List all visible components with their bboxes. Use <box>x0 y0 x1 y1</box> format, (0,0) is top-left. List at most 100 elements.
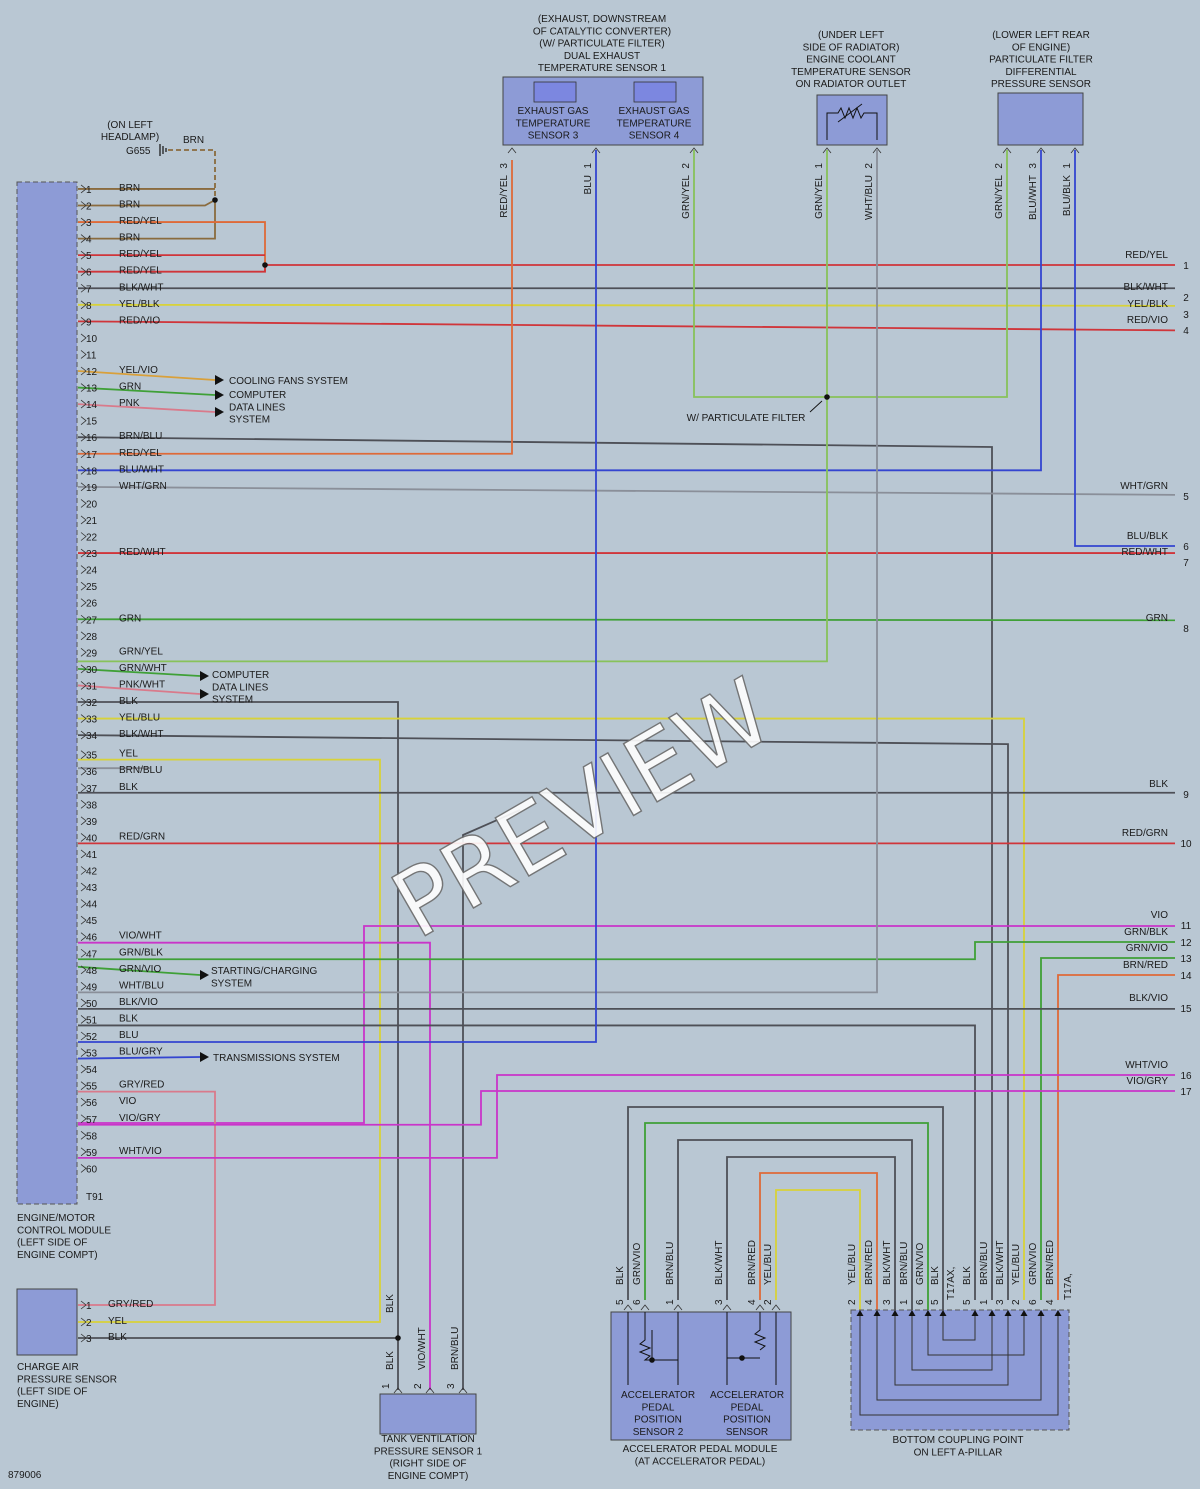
splice-dot-grnyel <box>824 394 830 400</box>
wire-pin34-blkwht <box>77 734 1009 1300</box>
wire-ground-brn <box>168 149 216 200</box>
tank-sensor-label: ENGINE COMPT) <box>388 1471 469 1482</box>
wire-pin4-brn <box>78 200 216 240</box>
ecm-pin-tick <box>80 532 87 541</box>
wire-pin29-grnyel <box>78 397 828 663</box>
tank-sensor-label: (RIGHT SIDE OF <box>389 1459 466 1470</box>
ecm-pin-tick <box>80 1081 87 1090</box>
ecm-pin-number: 26 <box>86 599 98 610</box>
tank-pin-tick <box>458 1387 468 1394</box>
ecm-pin-wire-label: WHT/GRN <box>119 481 167 492</box>
coupling-pin-number: 1 <box>979 1299 990 1305</box>
exhaust-pin-wire-label: GRN/YEL <box>681 175 692 219</box>
charge-air-label: (LEFT SIDE OF <box>17 1387 87 1398</box>
coupling-pin-number: 5 <box>962 1299 973 1305</box>
coupling-pin-number: 3 <box>995 1299 1006 1305</box>
ecm-pin-tick <box>80 1097 87 1107</box>
wire-pin46-viowht <box>78 941 431 1390</box>
coupling-pin-wire-label: YEL/BLU <box>1011 1244 1022 1285</box>
ecm-pin-number: 53 <box>86 1049 98 1060</box>
ground-location-label: HEADLAMP) <box>101 132 159 143</box>
coolant-sensor-box <box>816 94 888 146</box>
wire-pin30-grnwht <box>77 668 201 677</box>
coupling-bridge <box>942 1316 976 1341</box>
right-edge-wire-label: RED/YEL <box>1125 250 1168 261</box>
wire-pin53-blugry <box>77 1056 201 1060</box>
ecm-pin-number: 16 <box>86 433 98 444</box>
ground-id-label: G655 <box>126 146 151 157</box>
ecm-pin-number: 44 <box>86 900 98 911</box>
tank-pin-number: 2 <box>413 1383 424 1389</box>
dp-sensor-label: OF ENGINE) <box>1012 42 1070 53</box>
ecm-pin-number: 52 <box>86 1032 98 1043</box>
splice-dot-pedal-1 <box>649 1357 655 1363</box>
ecm-pin-tick <box>80 1048 87 1057</box>
ecm-pin-tick <box>80 1064 87 1074</box>
ecm-pin-number: 29 <box>86 648 98 659</box>
right-edge-ref-number: 8 <box>1183 624 1189 635</box>
right-edge-ref-number: 3 <box>1183 310 1189 321</box>
tank-pin-tick <box>393 1387 403 1394</box>
ecm-pin-tick <box>80 201 87 210</box>
coupling-point-label: ON LEFT A-PILLAR <box>914 1447 1003 1458</box>
ecm-pin-number: 13 <box>86 384 98 395</box>
dp-pin-number: 3 <box>1028 163 1039 169</box>
arrow-data-lines-icon <box>215 407 224 417</box>
wire-pin6-redyel <box>78 264 1175 273</box>
wire-pedal-blkwht <box>726 1156 896 1310</box>
ecm-pin-wire-label: GRN/YEL <box>119 646 163 657</box>
ecm-pin-number: 56 <box>86 1098 98 1109</box>
coolant-pin-number: 1 <box>814 163 825 169</box>
ecm-pin-number: 3 <box>86 218 92 229</box>
engine-control-module-box <box>16 181 78 1205</box>
ecm-pin-number: 35 <box>86 751 98 762</box>
ecm-pin-wire-label: RED/VIO <box>119 315 160 326</box>
right-edge-ref-number: 9 <box>1183 790 1189 801</box>
ecm-pin-wire-label: VIO/WHT <box>119 931 162 942</box>
splice-dot-blk <box>395 1335 401 1341</box>
charge-air-sensor-box <box>16 1288 78 1356</box>
ecm-pin-number: 27 <box>86 615 98 626</box>
arrow-cooling-fans-icon <box>215 375 224 385</box>
pedal-pin-wire-label: BLK/WHT <box>714 1241 725 1285</box>
wire-tank-brnblu <box>462 809 521 1390</box>
pedal-sensor-2-label: SENSOR 2 <box>633 1427 684 1438</box>
coupling-pin-arrow-icon <box>873 1310 881 1316</box>
coupling-pin-wire-label: BRN/BLU <box>899 1242 910 1285</box>
charge-air-pin-tick <box>80 1300 87 1310</box>
ecm-pin-wire-label: YEL/BLK <box>119 299 160 310</box>
exhaust-pin-number: 2 <box>681 163 692 169</box>
ecm-pin-tick <box>80 982 87 991</box>
pedal-pin-number: 1 <box>665 1299 676 1305</box>
ecm-pin-tick <box>80 217 87 227</box>
ecm-pin-wire-label: BLK/WHT <box>119 729 163 740</box>
ecm-pin-tick <box>80 1114 87 1124</box>
pedal-pin-tick <box>623 1304 633 1311</box>
coolant-sensor-label: ENGINE COOLANT <box>806 55 895 66</box>
wire-pin48-grnvio <box>77 965 201 976</box>
wire-pin2-brn <box>78 199 216 207</box>
coupling-pin-wire-label: BRN/RED <box>864 1240 875 1285</box>
ecm-pin-number: 58 <box>86 1131 98 1142</box>
arrow-transmissions-icon <box>200 1052 209 1062</box>
coupling-bridge <box>894 1316 1009 1386</box>
ecm-pin-tick <box>80 267 87 277</box>
potentiometer-1-icon <box>627 1312 679 1385</box>
ecm-pin-wire-label: GRN <box>119 382 141 393</box>
ecm-pin-tick <box>80 515 87 525</box>
ecm-pin-tick <box>80 300 87 310</box>
ecm-pin-tick <box>80 250 87 260</box>
component-layer <box>16 76 1084 1441</box>
charge-air-pin-wire-label: GRY/RED <box>108 1299 153 1310</box>
ecm-pin-tick <box>80 833 87 842</box>
ecm-pin-wire-label: GRY/RED <box>119 1080 164 1091</box>
ecm-pin-wire-label: WHT/BLU <box>119 980 164 991</box>
wire-pin13-grn <box>77 386 216 396</box>
ecm-pin-tick <box>80 664 87 674</box>
ecm-pin-wire-label: BLU <box>119 1030 138 1041</box>
coupling-pin-number: 4 <box>1045 1299 1056 1305</box>
ecm-pin-number: 21 <box>86 516 98 527</box>
ecm-pin-wire-label: YEL/VIO <box>119 365 158 376</box>
coolant-pin-tick <box>822 147 832 154</box>
wire-right14-brnred <box>1057 974 1175 1300</box>
